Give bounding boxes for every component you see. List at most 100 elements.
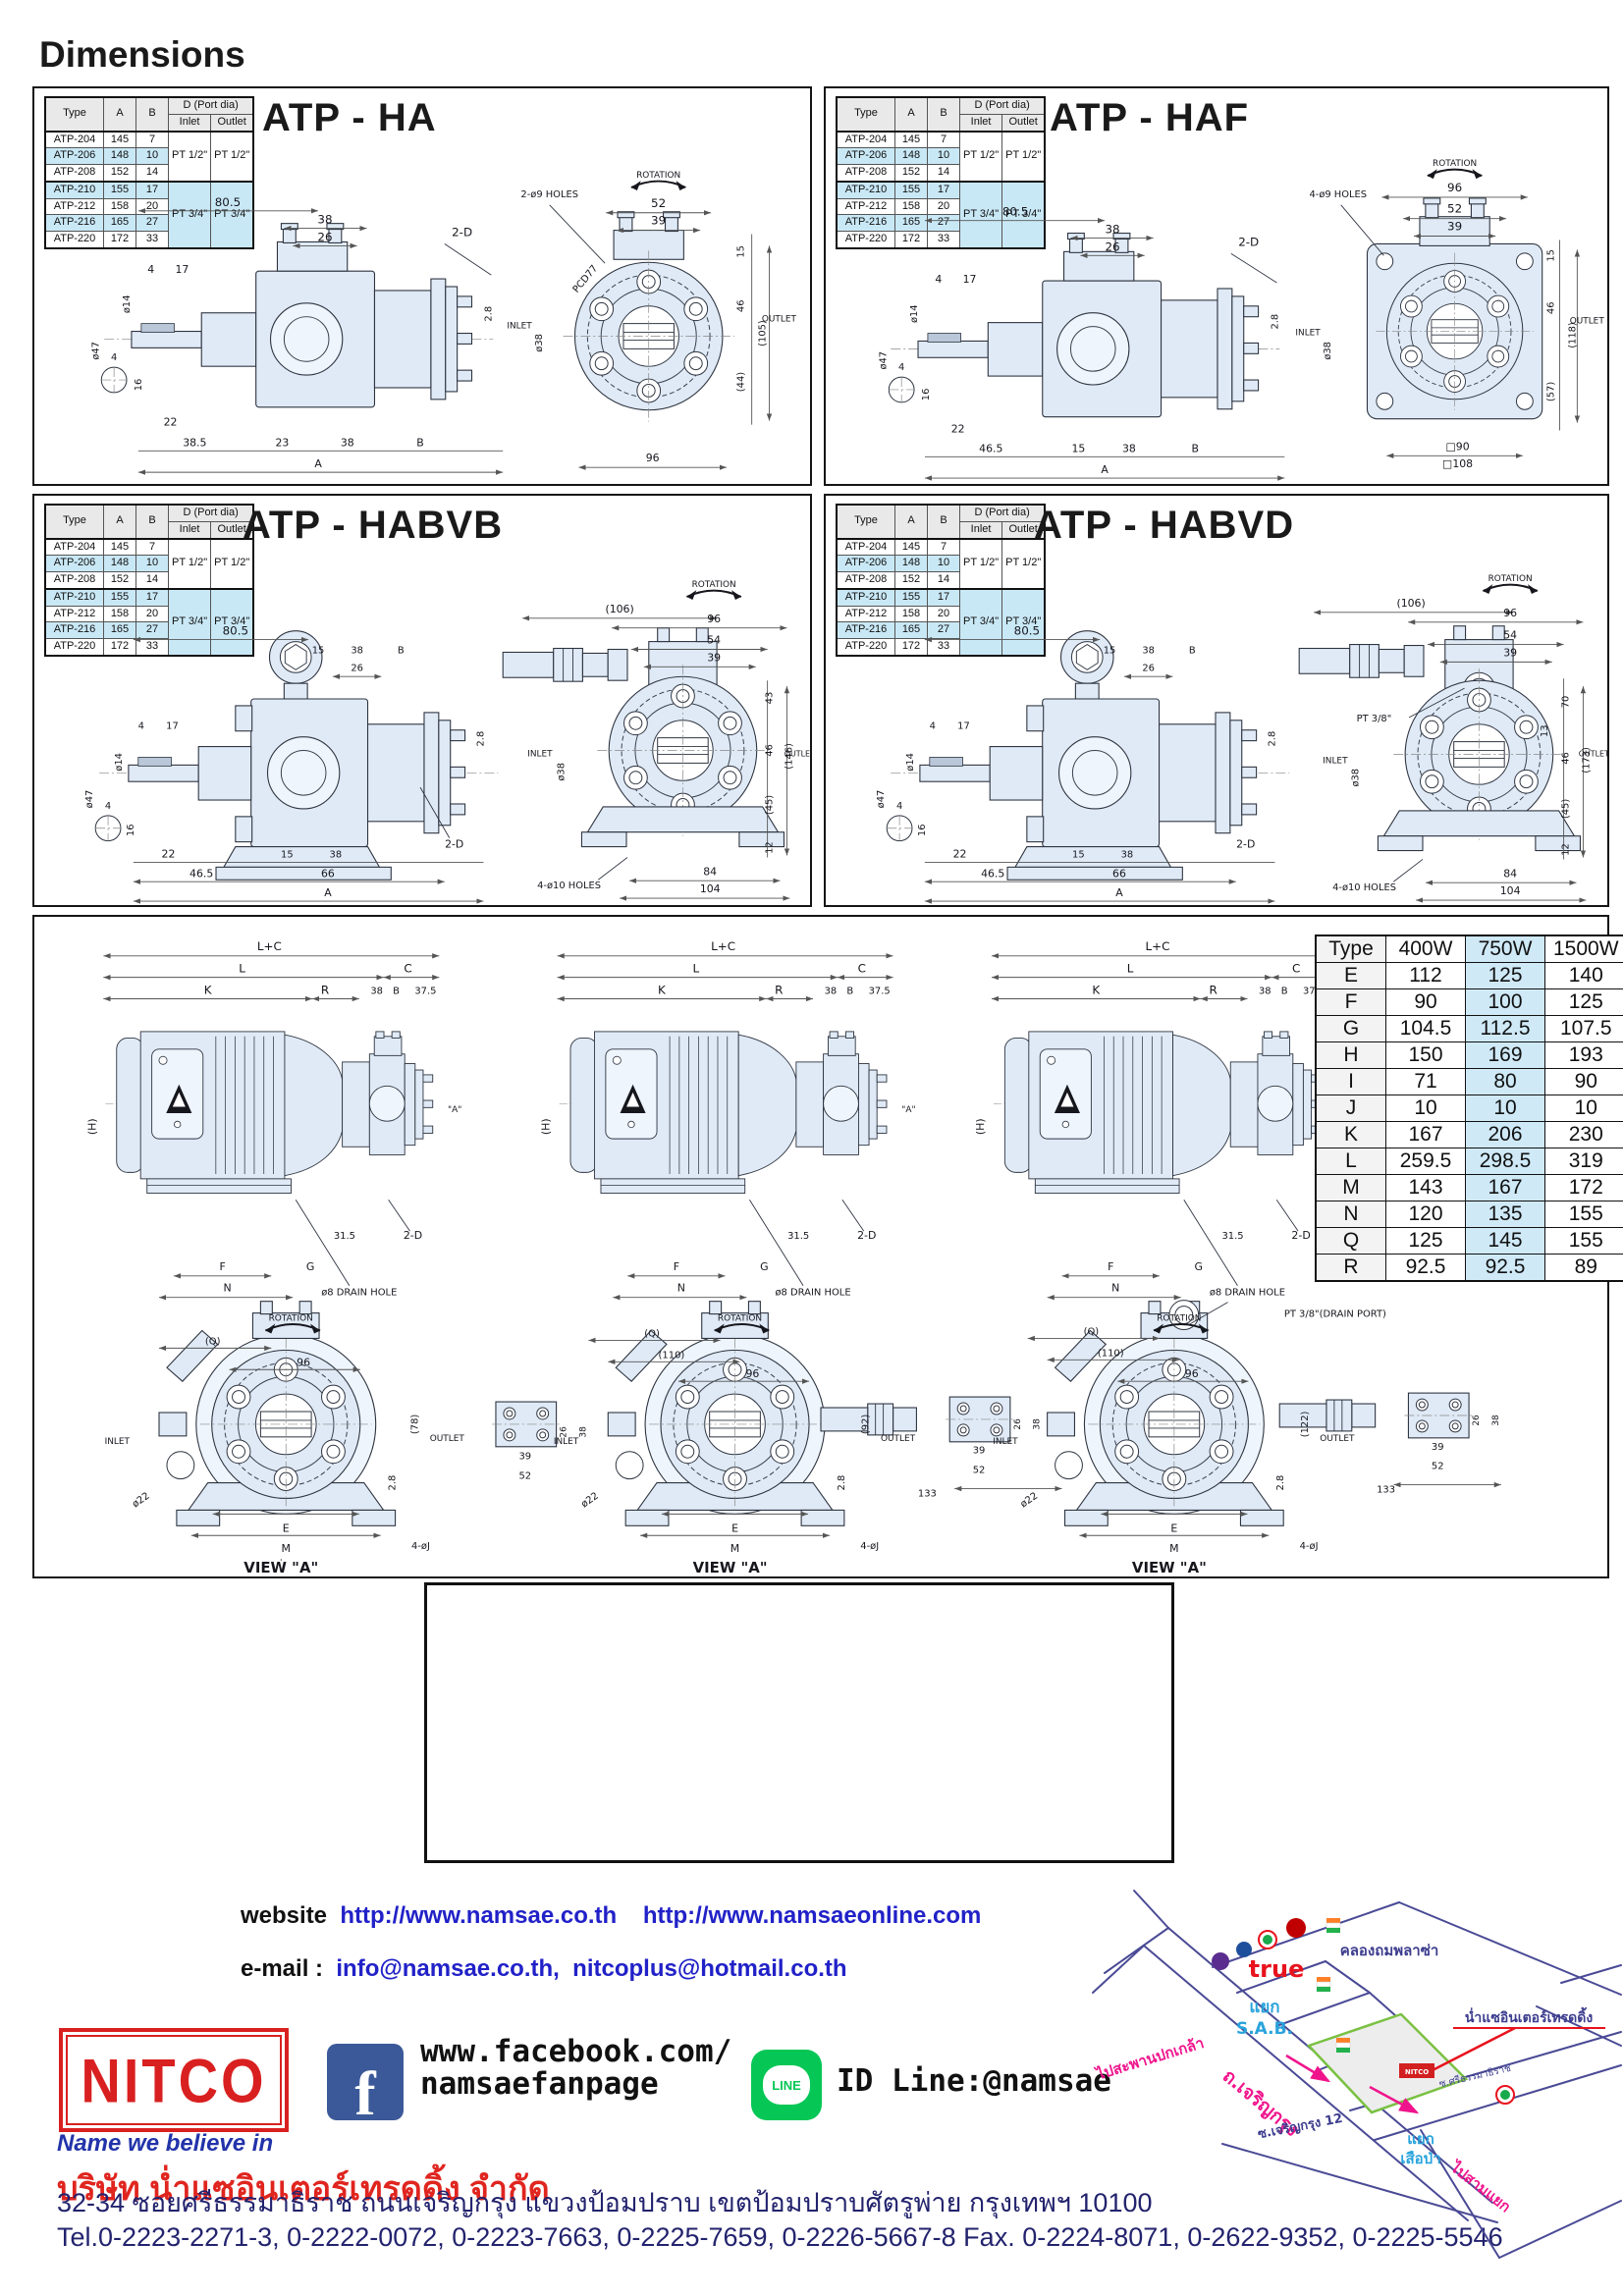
svg-text:(106): (106) <box>1396 597 1425 610</box>
svg-text:15: 15 <box>281 849 294 860</box>
svg-text:15: 15 <box>1072 849 1085 860</box>
svg-text:R: R <box>775 984 783 997</box>
svg-text:26: 26 <box>317 230 332 243</box>
svg-text:2-D: 2-D <box>1236 838 1255 851</box>
map-bank-icon <box>1212 1952 1229 1970</box>
svg-text:46.5: 46.5 <box>981 867 1004 880</box>
svg-text:F: F <box>1108 1260 1113 1273</box>
svg-text:2-D: 2-D <box>452 226 472 240</box>
svg-text:INLET: INLET <box>527 749 553 759</box>
svg-text:ø14: ø14 <box>114 753 125 772</box>
svg-text:true: true <box>1249 1955 1305 1983</box>
website-link-2[interactable]: http://www.namsaeonline.com <box>642 1902 982 1929</box>
map-nitco-marker <box>1399 2063 1434 2078</box>
svg-text:"A": "A" <box>448 1105 461 1115</box>
svg-text:(57): (57) <box>1546 382 1557 401</box>
svg-text:70: 70 <box>1561 696 1572 709</box>
svg-text:31.5: 31.5 <box>1221 1231 1243 1242</box>
svg-text:□108: □108 <box>1442 457 1473 470</box>
svg-text:38: 38 <box>1491 1415 1501 1426</box>
svg-text:R: R <box>321 984 329 997</box>
facebook-icon[interactable]: f <box>327 2044 404 2120</box>
svg-text:15: 15 <box>1071 442 1085 454</box>
svg-text:ROTATION: ROTATION <box>269 1314 313 1324</box>
svg-text:2-D: 2-D <box>1238 235 1259 248</box>
svg-text:INLET: INLET <box>105 1437 131 1447</box>
facebook-url[interactable]: www.facebook.com/ namsaefanpage <box>420 2036 731 2100</box>
svg-text:15: 15 <box>1104 645 1116 656</box>
line-id[interactable]: ID Line:@namsae <box>837 2063 1111 2099</box>
svg-text:OUTLET: OUTLET <box>1570 317 1605 327</box>
svg-text:38: 38 <box>1033 1418 1043 1430</box>
svg-text:38: 38 <box>341 436 354 449</box>
svg-text:26: 26 <box>351 663 363 673</box>
panel-title: ATP - HABVB <box>243 504 504 547</box>
svg-text:46: 46 <box>1561 752 1572 765</box>
svg-text:E: E <box>1170 1522 1177 1534</box>
facebook-url-line2: namsaefanpage <box>420 2065 659 2102</box>
svg-text:OUTLET: OUTLET <box>430 1434 465 1444</box>
svg-text:ø8 DRAIN HOLE: ø8 DRAIN HOLE <box>1210 1288 1285 1299</box>
svg-text:A: A <box>1101 463 1109 476</box>
svg-text:"A": "A" <box>901 1105 915 1115</box>
map-seven-eleven-icon <box>1316 1977 1331 1992</box>
svg-text:OUTLET: OUTLET <box>784 749 810 758</box>
svg-text:4-ø10 HOLES: 4-ø10 HOLES <box>537 881 601 891</box>
svg-text:52: 52 <box>518 1471 531 1482</box>
svg-text:A: A <box>314 457 322 470</box>
email-label: e-mail : <box>241 1955 324 1982</box>
svg-text:ø14: ø14 <box>909 304 920 323</box>
line-app-icon[interactable]: LINE <box>751 2050 822 2120</box>
svg-text:M: M <box>1169 1542 1178 1555</box>
svg-text:L+C: L+C <box>257 939 282 953</box>
svg-text:B: B <box>416 436 423 449</box>
stamp-box <box>424 1582 1174 1863</box>
svg-text:37.5: 37.5 <box>869 987 891 997</box>
svg-text:16: 16 <box>134 379 144 392</box>
svg-text:12: 12 <box>1561 843 1572 856</box>
svg-text:คลองถมพลาซ่า: คลองถมพลาซ่า <box>1340 1942 1439 1959</box>
svg-text:B: B <box>1191 442 1198 454</box>
svg-text:104: 104 <box>700 882 721 895</box>
svg-text:4: 4 <box>111 352 117 363</box>
svg-text:4: 4 <box>105 801 111 812</box>
svg-text:ø38: ø38 <box>1323 342 1333 360</box>
svg-text:B: B <box>1189 645 1196 656</box>
svg-text:N: N <box>224 1282 232 1295</box>
svg-text:INLET: INLET <box>1323 756 1348 766</box>
svg-text:39: 39 <box>1447 220 1462 234</box>
nitco-logo: NITCO <box>59 2028 289 2132</box>
website-link-1[interactable]: http://www.namsae.co.th <box>340 1902 618 1929</box>
svg-text:4: 4 <box>930 721 936 732</box>
svg-text:(H): (H) <box>974 1118 987 1135</box>
svg-text:(173): (173) <box>1581 747 1592 774</box>
svg-text:PT 3/8"(DRAIN PORT): PT 3/8"(DRAIN PORT) <box>1284 1309 1386 1320</box>
svg-text:L: L <box>692 962 699 976</box>
svg-text:R: R <box>1209 984 1217 997</box>
svg-text:96: 96 <box>646 452 660 464</box>
svg-text:(Q): (Q) <box>205 1336 221 1347</box>
svg-text:OUTLET: OUTLET <box>762 315 797 325</box>
svg-text:38: 38 <box>1121 849 1134 860</box>
svg-text:12: 12 <box>765 841 776 854</box>
svg-text:ROTATION: ROTATION <box>692 580 736 590</box>
svg-text:ø8 DRAIN HOLE: ø8 DRAIN HOLE <box>321 1288 397 1299</box>
svg-text:38: 38 <box>578 1426 588 1438</box>
svg-text:38: 38 <box>1259 987 1271 997</box>
email-link-1[interactable]: info@namsae.co.th, <box>336 1955 560 1982</box>
svg-text:ROTATION: ROTATION <box>636 171 680 181</box>
svg-text:M: M <box>282 1542 291 1555</box>
email-link-2[interactable]: nitcoplus@hotmail.co.th <box>572 1955 847 1982</box>
nitco-logo-text: NITCO <box>81 2045 267 2115</box>
svg-text:16: 16 <box>921 389 932 401</box>
map-pointer-line <box>1430 2026 1516 2073</box>
svg-text:39: 39 <box>1503 646 1517 659</box>
svg-text:L: L <box>239 962 245 976</box>
svg-text:K: K <box>658 984 667 997</box>
svg-text:C: C <box>858 962 866 976</box>
map-direction-arrow <box>1285 2054 1331 2083</box>
